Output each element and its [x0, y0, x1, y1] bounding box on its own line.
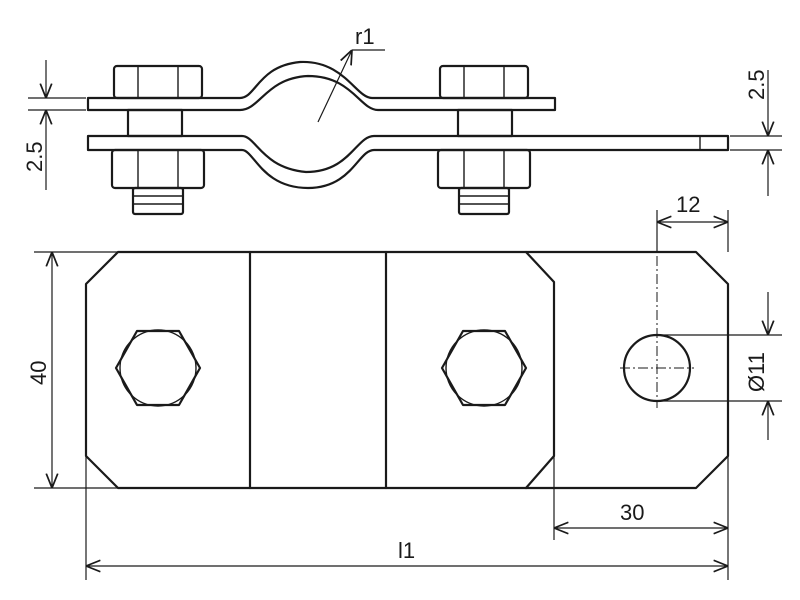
left-thickness-dimension: 2.5: [22, 60, 86, 190]
hole-offset-dimension: 12: [656, 192, 729, 252]
radius-leader: [317, 50, 352, 123]
upper-strap: [86, 60, 557, 112]
svg-text:2.5: 2.5: [744, 69, 769, 100]
height-dimension: 40: [26, 251, 118, 489]
svg-text:40: 40: [26, 361, 51, 385]
left-bolt: [110, 64, 206, 216]
right-hex-nut: [440, 329, 528, 407]
left-hex-nut: [114, 329, 202, 407]
svg-text:2.5: 2.5: [22, 141, 47, 172]
plate-outline: [84, 250, 730, 490]
hole-diameter-dimension: Ø11: [660, 292, 782, 440]
plan-view: 12 Ø11 40 30 l1: [26, 192, 782, 580]
svg-text:12: 12: [676, 192, 700, 217]
lower-strap: [86, 134, 730, 190]
length-dimension: l1: [85, 456, 728, 580]
radius-label: r1: [355, 24, 375, 49]
svg-text:30: 30: [620, 500, 644, 525]
right-bolt: [436, 64, 532, 216]
right-thickness-dimension: 2.5: [730, 69, 782, 196]
svg-text:Ø11: Ø11: [744, 352, 769, 392]
end-distance-dimension: 30: [553, 456, 729, 580]
svg-text:l1: l1: [398, 538, 415, 563]
side-view: r1: [22, 24, 782, 216]
